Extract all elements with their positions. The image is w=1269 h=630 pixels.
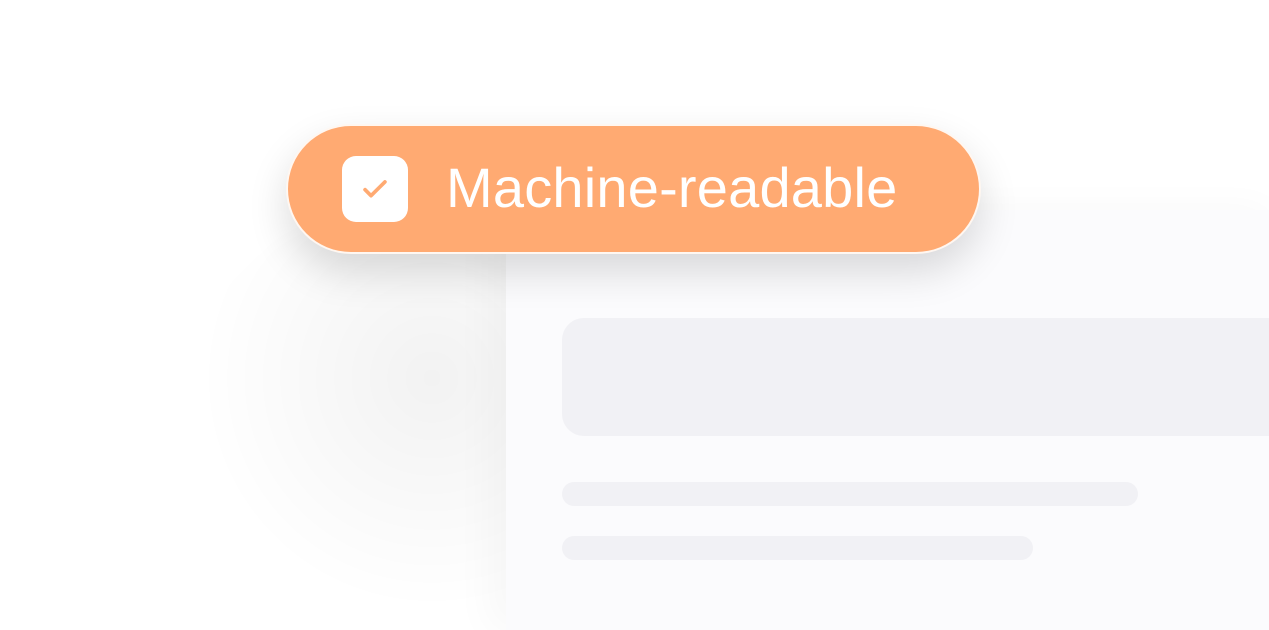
placeholder-block — [562, 318, 1269, 436]
badge-label: Machine-readable — [446, 156, 898, 219]
check-icon — [363, 180, 387, 198]
placeholder-line — [562, 536, 1033, 560]
checkbox — [342, 156, 408, 222]
placeholder-line — [562, 482, 1138, 506]
placeholder-card — [506, 210, 1269, 630]
machine-readable-badge: Machine-readable — [286, 124, 981, 254]
